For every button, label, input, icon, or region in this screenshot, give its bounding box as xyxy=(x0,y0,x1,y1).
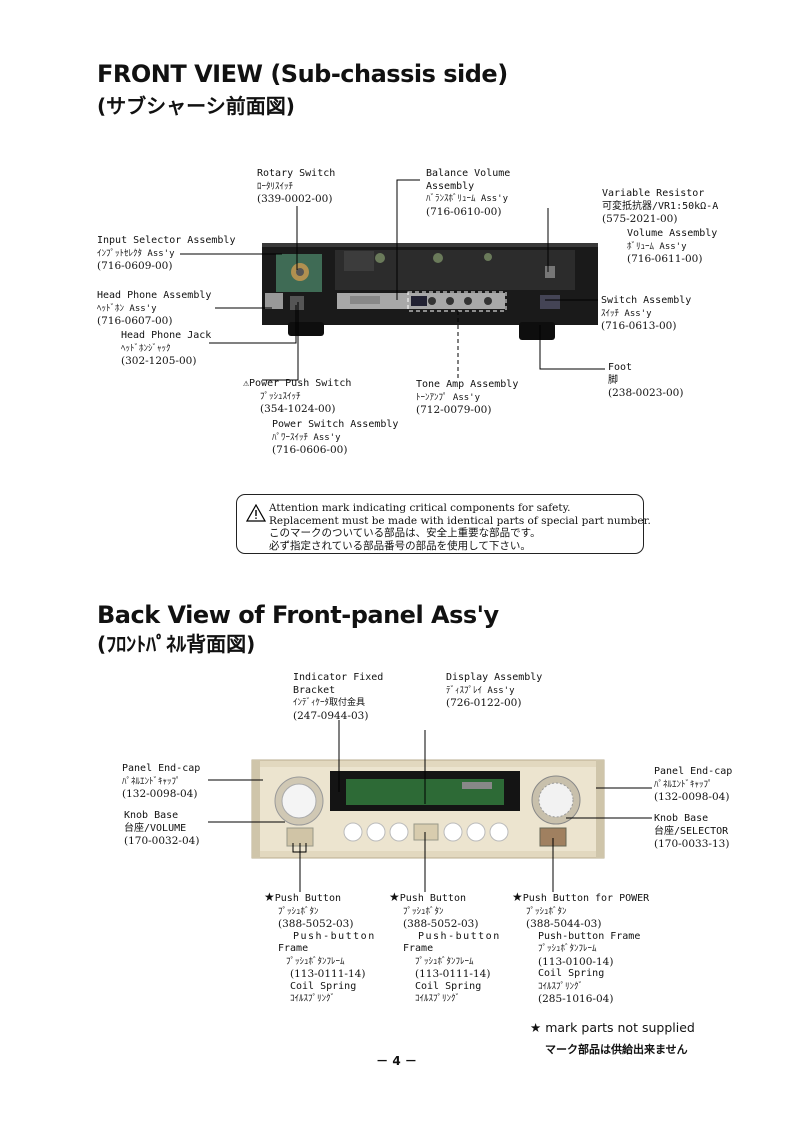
legend-not-supplied: ★ mark parts not supplied xyxy=(530,1020,695,1035)
back-view-title: Back View of Front-panel Ass'y xyxy=(97,601,499,629)
label-push-button-1: ★Push Button ﾌﾟｯｼｭﾎﾞﾀﾝ (388-5052-03) Pus… xyxy=(264,890,376,1004)
legend-not-supplied-jp: マーク部品は供給出来ません xyxy=(545,1043,688,1056)
back-leader-lines xyxy=(208,720,652,892)
star-icon: ★ xyxy=(264,890,275,904)
label-push-button-power: ★Push Button for POWER ﾌﾟｯｼｭﾎﾞﾀﾝ (388-50… xyxy=(512,890,650,1005)
front-view-subtitle: (サブシャーシ前面図) xyxy=(97,94,295,118)
star-icon: ★ xyxy=(389,890,400,904)
label-power-push-switch: ⚠Power Push Switch ﾌﾟｯｼｭｽｲｯﾁ (354-1024-0… xyxy=(243,378,352,415)
attention-note: Attention mark indicating critical compo… xyxy=(236,494,651,554)
front-panel-photo xyxy=(251,759,605,859)
label-push-button-2: ★Push Button ﾌﾟｯｼｭﾎﾞﾀﾝ (388-5052-03) Pus… xyxy=(389,890,501,1004)
star-icon: ★ xyxy=(512,890,523,904)
page-number: － 4 － xyxy=(376,1054,417,1068)
back-view-subtitle: (ﾌﾛﾝﾄﾊﾟﾈﾙ背面図) xyxy=(97,632,256,656)
warning-triangle-icon xyxy=(246,504,266,522)
front-leader-lines xyxy=(180,179,605,381)
star-icon: ★ xyxy=(530,1020,542,1035)
warning-triangle-icon: ⚠ xyxy=(243,378,250,389)
sub-chassis-photo xyxy=(262,243,598,340)
front-view-title: FRONT VIEW (Sub-chassis side) xyxy=(97,60,508,88)
